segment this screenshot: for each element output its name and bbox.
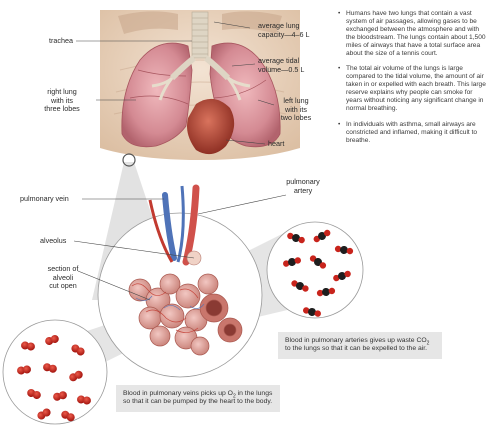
caption-subscript: 2: [427, 340, 430, 346]
caption-text: to the lungs so that it can be expelled …: [285, 345, 427, 352]
caption-pulmonary-veins: Blood in pulmonary veins picks up O2 in …: [116, 385, 280, 412]
label-section-alveoli: section of alveoli cut open: [40, 265, 86, 291]
label-right-lung: right lung with its three lobes: [30, 88, 94, 114]
label-heart: heart: [268, 140, 308, 149]
label-trachea: trachea: [18, 37, 73, 46]
bullet-text: In individuals with asthma, small airway…: [346, 121, 477, 144]
bullet-item: • Humans have two lungs that contain a v…: [338, 10, 486, 57]
label-pulmonary-vein: pulmonary vein: [20, 195, 100, 204]
bullet-item: • The total air volume of the lungs is l…: [338, 65, 486, 112]
label-lung-capacity: average lung capacity—4–6 L: [258, 22, 336, 39]
bullet-marker: •: [338, 65, 340, 73]
bullet-text: The total air volume of the lungs is lar…: [346, 65, 486, 112]
label-left-lung: left lung with its two lobes: [266, 97, 326, 123]
label-tidal-volume: average tidal volume—0.5 L: [258, 57, 336, 74]
caption-pulmonary-arteries: Blood in pulmonary arteries gives up was…: [278, 332, 442, 359]
bullet-marker: •: [338, 10, 340, 18]
bullet-marker: •: [338, 121, 340, 129]
bullet-text: Humans have two lungs that contain a vas…: [346, 10, 486, 57]
caption-text: Blood in pulmonary arteries gives up was…: [285, 337, 427, 344]
caption-text: Blood in pulmonary veins picks up O: [123, 390, 233, 397]
label-pulmonary-artery: pulmonary artery: [278, 178, 328, 195]
label-alveolus: alveolus: [40, 237, 80, 246]
bullet-item: • In individuals with asthma, small airw…: [338, 121, 486, 145]
bullet-list: • Humans have two lungs that contain a v…: [338, 10, 486, 153]
